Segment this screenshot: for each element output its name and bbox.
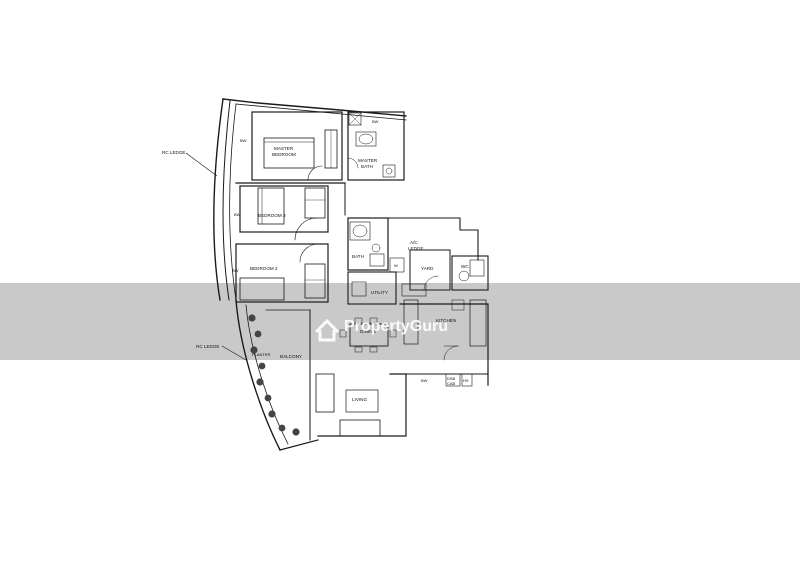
balcony-label: BALCONY [280, 354, 302, 359]
bw-top-label: BW [372, 119, 379, 124]
master-bath-label-line2: BATH [361, 164, 373, 169]
bw-bottom-label: BW [421, 378, 428, 383]
bw-lower-label: BW [232, 268, 239, 273]
living-label: LIVING [352, 397, 367, 402]
bw-left-label: BW [240, 138, 247, 143]
bedroom-3-label: BEDROOM 3 [258, 213, 286, 218]
dsb-label-line2: CAB [447, 381, 456, 386]
floor-plan-walls [213, 98, 489, 451]
watermark-text: PropertyGuru [344, 318, 448, 335]
kitchen-label: KITCHEN [436, 318, 456, 323]
bedroom-2-label: BEDROOM 2 [250, 266, 278, 271]
planter-label: PLANTER [252, 352, 271, 357]
rc-ledge-top-label: RC LEDGE [162, 150, 186, 155]
w-label: W [394, 263, 398, 268]
utility-label: UTILITY [371, 290, 388, 295]
bw-mid-label: BW [234, 212, 241, 217]
yard-label: YARD [421, 266, 434, 271]
hs-label: HS [463, 378, 469, 383]
rc-ledge-bottom-label: RC LEDGE [196, 344, 220, 349]
leader-lines [185, 152, 247, 361]
master-bedroom-label-line1: MASTER [274, 146, 294, 151]
bath-label: BATH [352, 254, 364, 259]
ac-ledge-label-line2: LEDGE [408, 246, 424, 251]
master-bath-label-line1: MASTER [358, 158, 378, 163]
dsb-label-line1: DSB [447, 376, 456, 381]
wc-label: WC [461, 264, 469, 269]
master-bedroom-label-line2: BEDROOM [272, 152, 296, 157]
dining-label: DINING [360, 329, 377, 334]
propertyguru-watermark: PropertyGuru [314, 318, 448, 342]
house-logo-icon [314, 318, 340, 342]
watermark-band [0, 283, 800, 360]
ac-ledge-label-line1: A/C [410, 240, 418, 245]
planter-shrubs [248, 314, 300, 436]
